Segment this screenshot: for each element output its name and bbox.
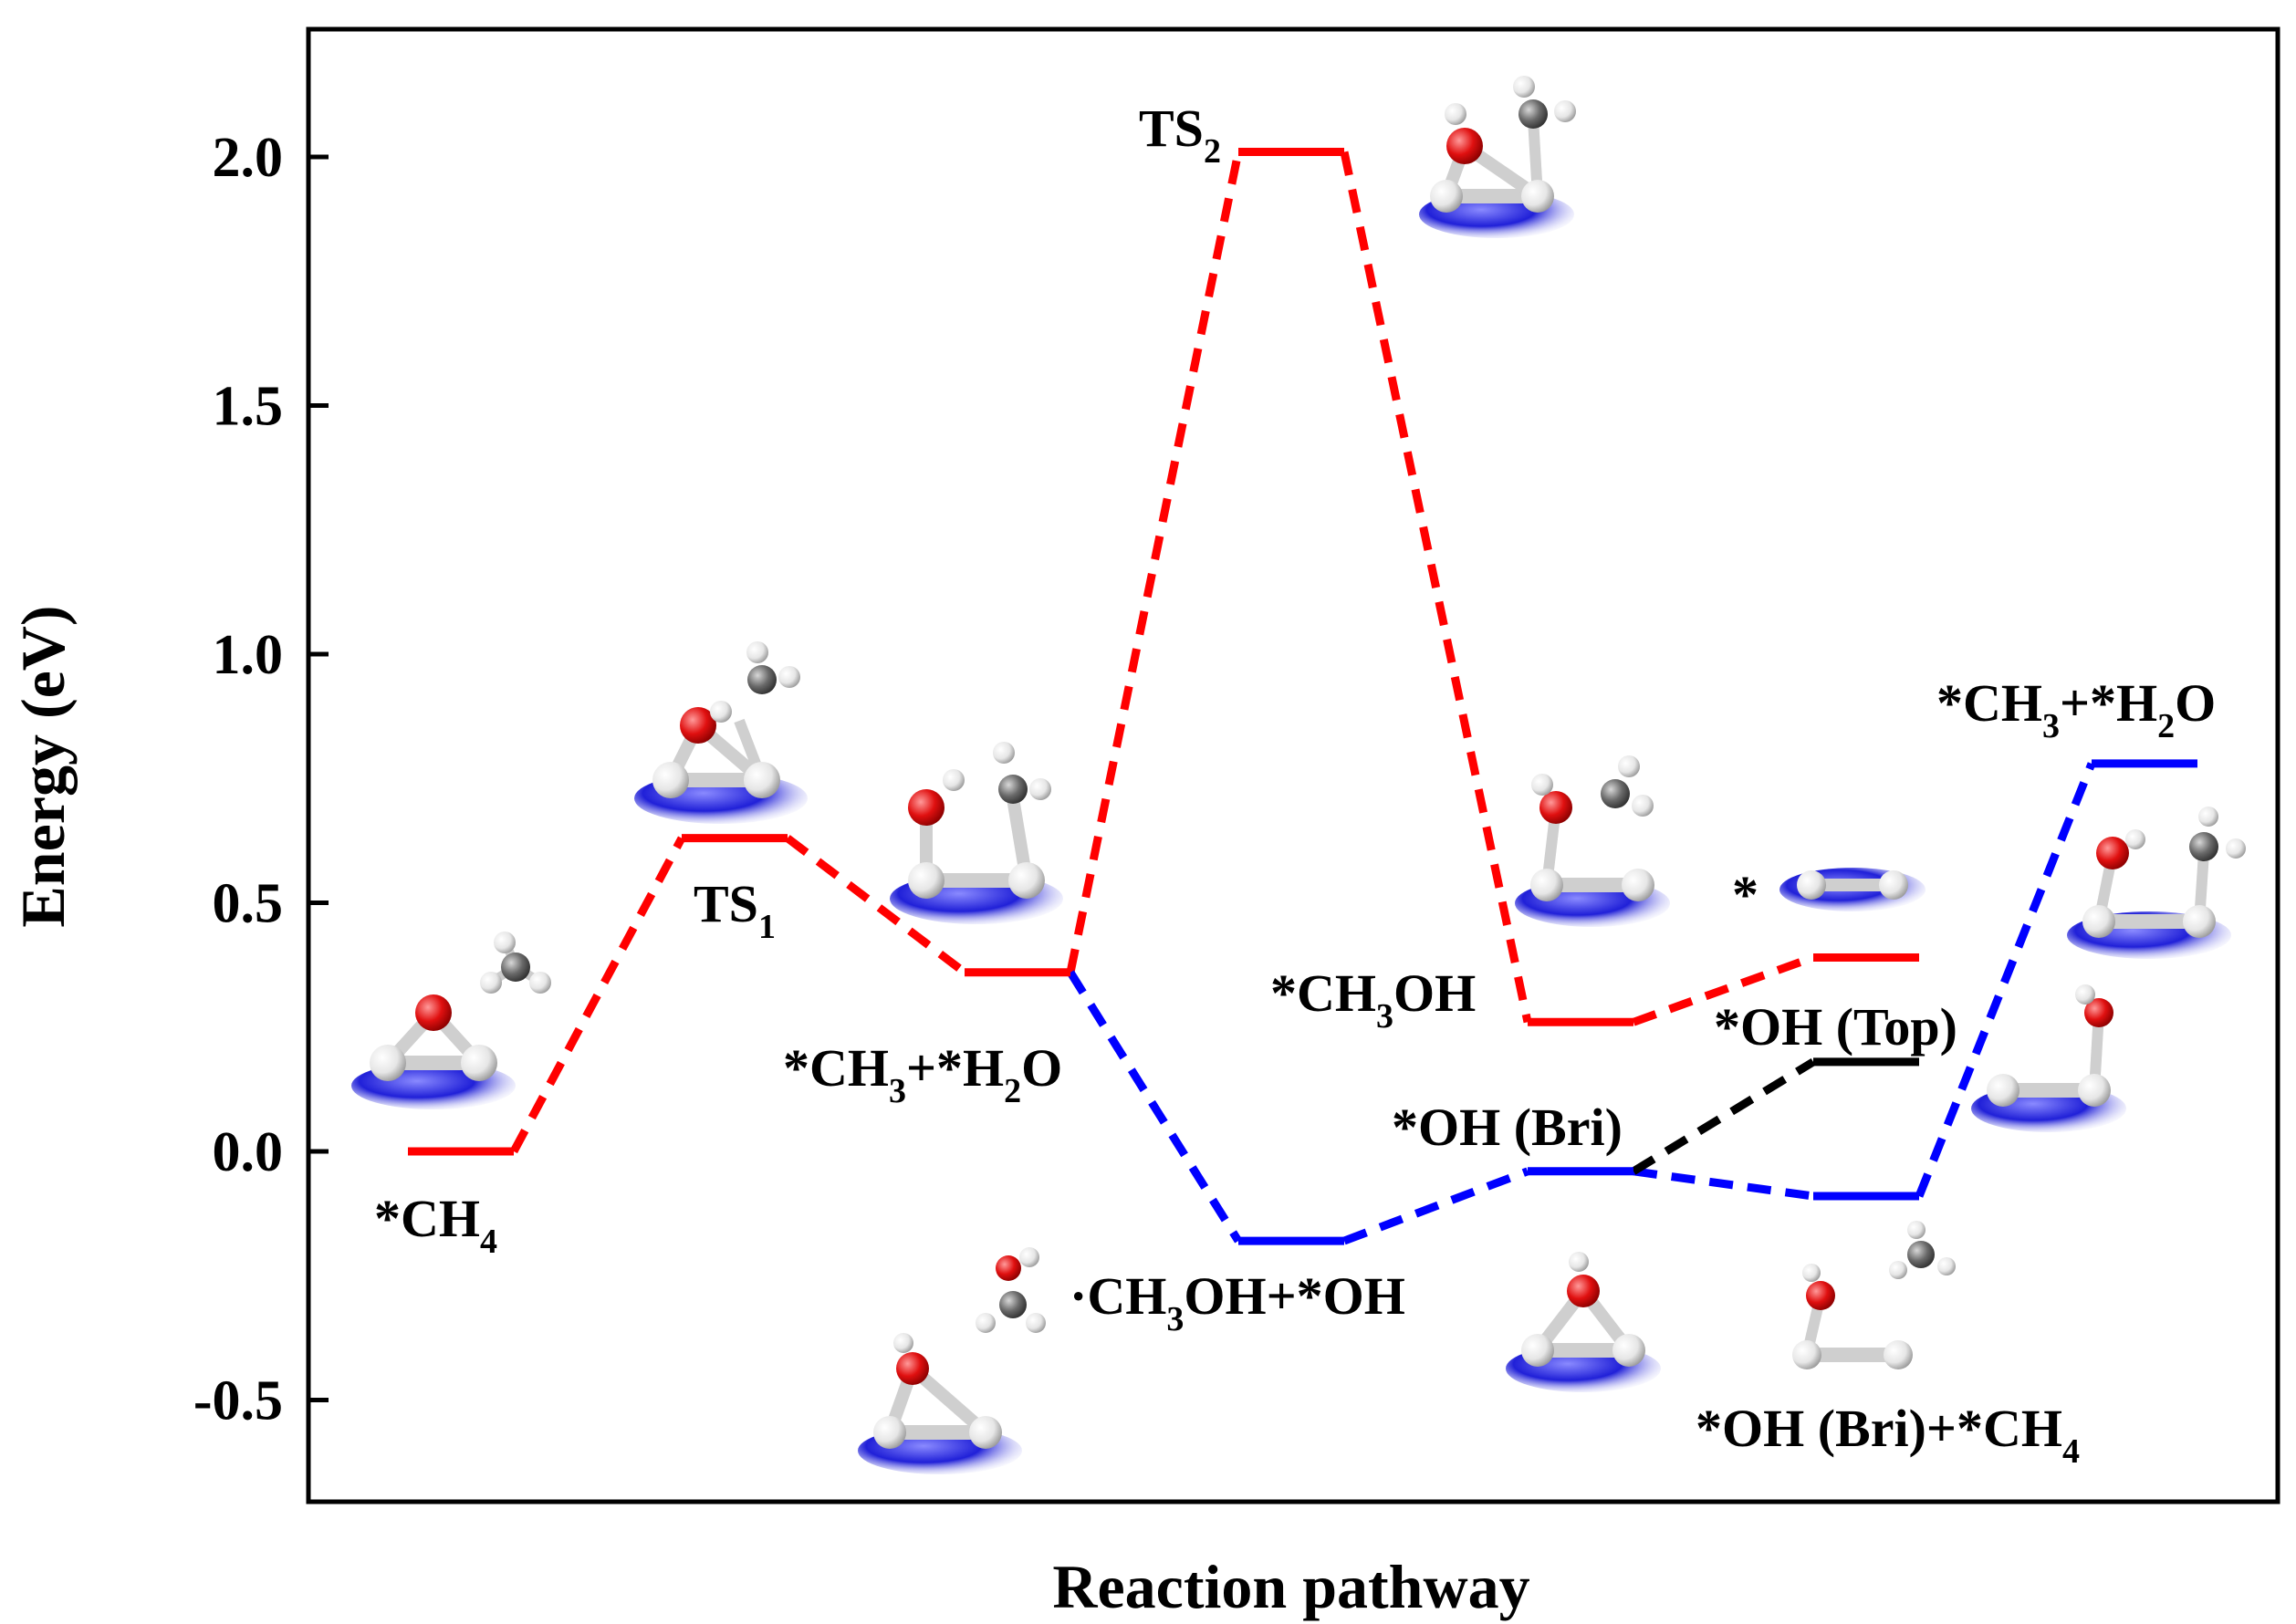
molecule-oh-bri-image bbox=[1506, 1252, 1661, 1392]
connectors-group bbox=[510, 151, 2096, 1245]
x-axis-title: Reaction pathway bbox=[1052, 1552, 1529, 1621]
molecule-ch3oh-oh-image bbox=[858, 1247, 1046, 1474]
molecule-ch3-h2o-a-image bbox=[890, 742, 1063, 924]
y-tick-label: 1.5 bbox=[213, 376, 284, 438]
y-tick-label: 1.0 bbox=[213, 624, 284, 686]
connector-ch3_h2o_a-to-ts2 bbox=[1066, 151, 1243, 973]
molecule-ts1-image bbox=[634, 641, 808, 824]
label-ts1: TS1 bbox=[694, 874, 776, 946]
label-ch3oh-oh: ·CH3OH+*OH bbox=[1070, 1266, 1405, 1338]
label-oh-top: *OH (Top) bbox=[1714, 997, 1957, 1057]
label-star: * bbox=[1732, 865, 1759, 924]
label-ch3-h2o-a: *CH3+*H2O bbox=[783, 1038, 1062, 1110]
connector-ts2-to-ch3oh bbox=[1340, 151, 1532, 1024]
label-ch4: *CH4 bbox=[374, 1189, 497, 1261]
connector-oh_bri_ch4-to-ch3_h2o_b bbox=[1915, 762, 2096, 1198]
y-axis-title: Energy (eV) bbox=[8, 605, 78, 927]
plot-frame bbox=[306, 26, 2280, 1504]
y-tick-label: 0.0 bbox=[213, 1121, 284, 1183]
label-ch3-h2o-b: *CH3+*H2O bbox=[1936, 673, 2216, 745]
connector-ch3_h2o_a-to-ch3oh_oh bbox=[1067, 970, 1242, 1244]
label-oh-bri-ch4: *OH (Bri)+*CH4 bbox=[1696, 1399, 2080, 1471]
connector-oh_bri-to-oh_top bbox=[1631, 1058, 1816, 1175]
y-tick-label: 0.5 bbox=[213, 873, 284, 935]
connector-oh_bri-to-oh_bri_ch4 bbox=[1633, 1167, 1814, 1201]
connector-ch3oh-to-star bbox=[1632, 953, 1815, 1026]
y-tick-label: 2.0 bbox=[213, 127, 284, 189]
y-tick-label: -0.5 bbox=[193, 1370, 283, 1432]
connector-ch3oh_oh-to-oh_bri bbox=[1342, 1167, 1529, 1245]
label-ch3oh: *CH3OH bbox=[1270, 963, 1476, 1036]
molecule-ch4-image bbox=[351, 932, 551, 1109]
state-labels: *CH4 TS1 TS2 *CH3+*H2O *CH3OH ·CH3OH+*OH… bbox=[374, 99, 2216, 1471]
connector-ch4-to-ts1 bbox=[510, 836, 685, 1154]
label-oh-bri: *OH (Bri) bbox=[1392, 1098, 1623, 1157]
label-ts2: TS2 bbox=[1139, 99, 1221, 171]
molecule-oh-bri-ch4-image bbox=[1792, 1221, 1956, 1369]
molecule-images bbox=[351, 76, 2246, 1474]
y-axis-ticks: -0.5 0.0 0.5 1.0 1.5 2.0 bbox=[193, 127, 329, 1432]
molecule-ch3-h2o-b-image bbox=[2067, 807, 2246, 959]
molecule-ts2-image bbox=[1419, 76, 1576, 238]
molecule-ch3oh-image bbox=[1515, 755, 1670, 927]
molecule-oh-top-image bbox=[1971, 984, 2126, 1132]
levels-group bbox=[408, 148, 2197, 1245]
molecule-star-image bbox=[1779, 868, 1926, 911]
